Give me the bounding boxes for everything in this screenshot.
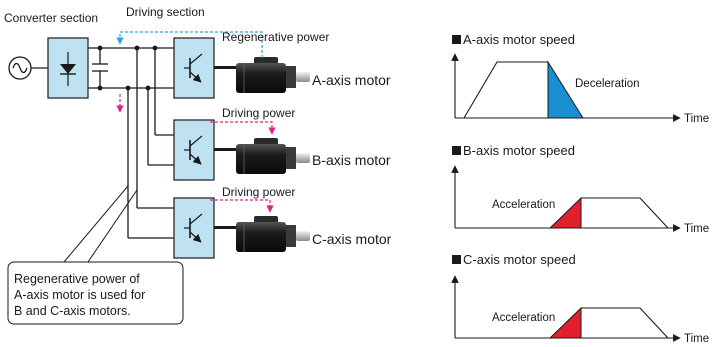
bus-junctions [97, 45, 158, 91]
chart-c-speed-profile: C-axis motor speed Acceleration Time [451, 252, 709, 345]
driving-power-label-b: Driving power [222, 106, 295, 120]
regenerative-flow-arrow [116, 31, 263, 58]
motor-label-a: A-axis motor [312, 72, 391, 88]
chart-a-profile-line [463, 61, 548, 119]
chart-a-axis-label: Time [684, 113, 709, 125]
chart-a-title: A-axis motor speed [463, 32, 575, 47]
motor-label-b: B-axis motor [312, 152, 391, 168]
callout-leader-lines [63, 185, 138, 263]
chart-b-title-square-icon [452, 146, 461, 155]
chart-b-profile-line [581, 197, 669, 229]
driving-section-label: Driving section [126, 5, 205, 19]
converter-section-label: Converter section [4, 11, 98, 25]
chart-b-speed-profile: B-axis motor speed Acceleration Time [451, 143, 709, 235]
chart-c-annotation: Acceleration [492, 312, 555, 324]
driving-power-label-c: Driving power [222, 185, 295, 199]
motor-label-c: C-axis motor [312, 231, 392, 247]
chart-b-acceleration-area [548, 196, 582, 229]
chart-c-profile-line [581, 307, 669, 339]
callout-box [7, 261, 184, 325]
chart-b-axis-label: Time [684, 223, 709, 235]
callout-line-2: A-axis motor is used for [14, 288, 145, 302]
inverter-box-c [173, 197, 215, 259]
dc-bus [88, 47, 174, 239]
chart-a-title-square-icon [452, 35, 461, 44]
chart-b-title: B-axis motor speed [463, 143, 575, 158]
chart-c-acceleration-area [548, 306, 582, 339]
servo-motor-b-icon [214, 138, 310, 174]
servo-motor-c-icon [214, 216, 310, 252]
chart-c-axis-label: Time [684, 333, 709, 345]
inverter-box-a [173, 37, 215, 99]
driving-flow-arrows [116, 94, 276, 213]
callout-line-1: Regenerative power of [14, 272, 140, 286]
chart-a-annotation: Deceleration [575, 78, 640, 90]
callout-line-3: B and C-axis motors. [14, 304, 131, 318]
ac-source-icon [8, 56, 32, 80]
chart-c-title: C-axis motor speed [463, 252, 576, 267]
chart-a-speed-profile: A-axis motor speed Deceleration Time [451, 32, 709, 125]
regenerative-power-label: Regenerative power [222, 30, 329, 44]
chart-c-title-square-icon [452, 255, 461, 264]
inverter-box-b [173, 119, 215, 181]
chart-a-deceleration-area [547, 60, 584, 119]
servo-motor-a-icon [214, 57, 310, 93]
converter-rectifier-box [47, 37, 89, 99]
chart-b-annotation: Acceleration [492, 199, 555, 211]
